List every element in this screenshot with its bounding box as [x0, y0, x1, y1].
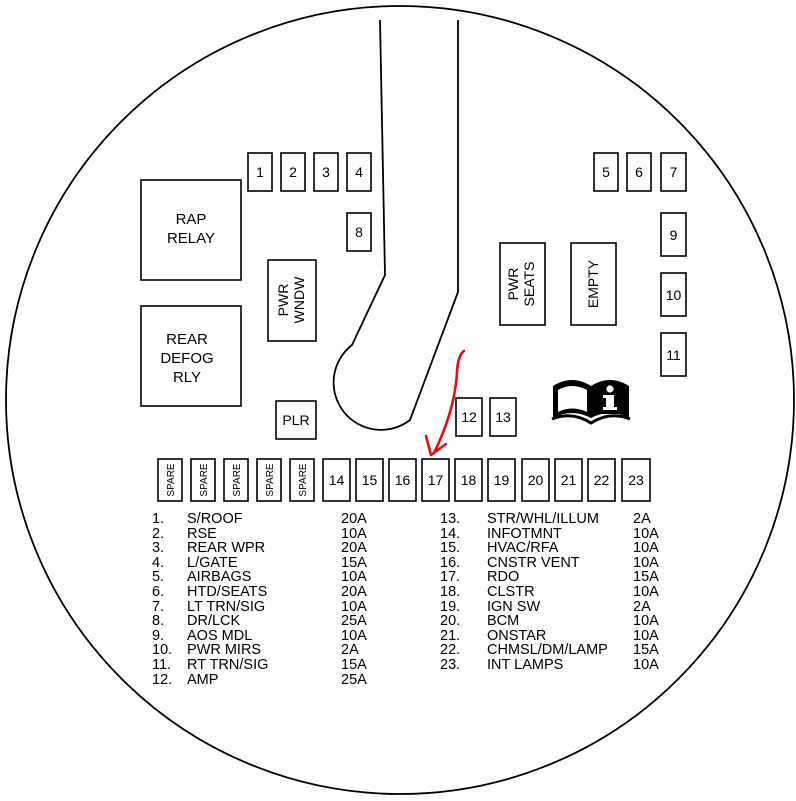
relay-rap-line2: RELAY [167, 230, 215, 247]
relay-pwr-wndw-line2: WNDW [291, 276, 307, 323]
fuse-1: 1 [247, 152, 273, 192]
fuse-22: 22 [587, 458, 616, 502]
fuse-spare-3: SPARE [223, 458, 249, 502]
fuse-20: 20 [521, 458, 550, 502]
relay-pwr-seats-line1: PWR [505, 268, 521, 301]
svg-text:7: 7 [670, 164, 678, 180]
svg-text:12: 12 [461, 409, 477, 425]
fuse-spare-1: SPARE [157, 458, 183, 502]
fuse-19: 19 [487, 458, 516, 502]
fuse-spare-4: SPARE [256, 458, 282, 502]
center-channel [332, 19, 459, 431]
svg-text:16: 16 [395, 472, 411, 488]
relay-pwr-wndw-line1: PWR [275, 284, 291, 317]
relay-empty-label: EMPTY [585, 259, 601, 308]
relay-rear-defog-line3: RLY [173, 369, 201, 386]
relay-rear-defog-line2: DEFOG [160, 350, 213, 367]
fuse-12: 12 [455, 397, 483, 437]
red-arrow-annotation [424, 349, 466, 457]
svg-text:20: 20 [528, 472, 544, 488]
fuse-14: 14 [322, 458, 351, 502]
svg-text:SPARE: SPARE [166, 463, 177, 496]
relay-pwr-wndw: PWR WNDW [267, 259, 317, 342]
svg-text:2: 2 [289, 164, 297, 180]
svg-text:14: 14 [329, 472, 345, 488]
fuse-spare-5: SPARE [289, 458, 315, 502]
fuse-10: 10 [660, 272, 687, 317]
svg-text:4: 4 [355, 164, 363, 180]
fuse-17: 17 [421, 458, 450, 502]
fuse-23: 23 [621, 458, 651, 502]
fuse-3: 3 [313, 152, 339, 192]
relay-plr-label: PLR [282, 412, 309, 428]
fuse-11: 11 [660, 332, 687, 377]
svg-text:10: 10 [666, 287, 682, 303]
fuse-7: 7 [660, 152, 687, 192]
fuse-spare-2: SPARE [190, 458, 216, 502]
svg-text:23: 23 [628, 472, 644, 488]
svg-text:5: 5 [602, 164, 610, 180]
relay-rap-line1: RAP [176, 211, 207, 228]
svg-text:11: 11 [666, 347, 681, 363]
fuse-5: 5 [593, 152, 619, 192]
book-info-icon [551, 380, 631, 425]
svg-text:SPARE: SPARE [298, 463, 309, 496]
svg-text:SPARE: SPARE [232, 463, 243, 496]
relay-empty: EMPTY [570, 242, 617, 326]
svg-text:22: 22 [594, 472, 610, 488]
relay-pwr-seats-line2: SEATS [521, 262, 537, 307]
svg-text:15: 15 [362, 472, 378, 488]
fuse-13: 13 [489, 397, 517, 437]
svg-text:8: 8 [355, 224, 363, 240]
relay-rear-defog: REAR DEFOG RLY [140, 305, 242, 407]
relay-rap: RAP RELAY [140, 179, 242, 281]
fuse-box-outline [5, 5, 795, 795]
fuse-18: 18 [454, 458, 483, 502]
fuse-6: 6 [626, 152, 652, 192]
relay-pwr-seats: PWR SEATS [499, 242, 546, 326]
fuse-2: 2 [280, 152, 306, 192]
fuse-4: 4 [346, 152, 372, 192]
fuse-16: 16 [388, 458, 417, 502]
svg-text:1: 1 [256, 164, 264, 180]
fuse-15: 15 [355, 458, 384, 502]
svg-text:SPARE: SPARE [265, 463, 276, 496]
fuse-9: 9 [660, 212, 687, 257]
relay-rear-defog-line1: REAR [166, 331, 208, 348]
svg-text:3: 3 [322, 164, 330, 180]
svg-text:21: 21 [561, 472, 577, 488]
svg-text:9: 9 [670, 227, 678, 243]
svg-text:SPARE: SPARE [199, 463, 210, 496]
fuse-21: 21 [554, 458, 583, 502]
svg-text:13: 13 [495, 409, 511, 425]
svg-text:19: 19 [494, 472, 510, 488]
relay-plr: PLR [275, 400, 317, 440]
svg-text:6: 6 [635, 164, 643, 180]
fuse-8: 8 [346, 212, 372, 252]
svg-text:17: 17 [428, 472, 444, 488]
svg-text:18: 18 [461, 472, 477, 488]
